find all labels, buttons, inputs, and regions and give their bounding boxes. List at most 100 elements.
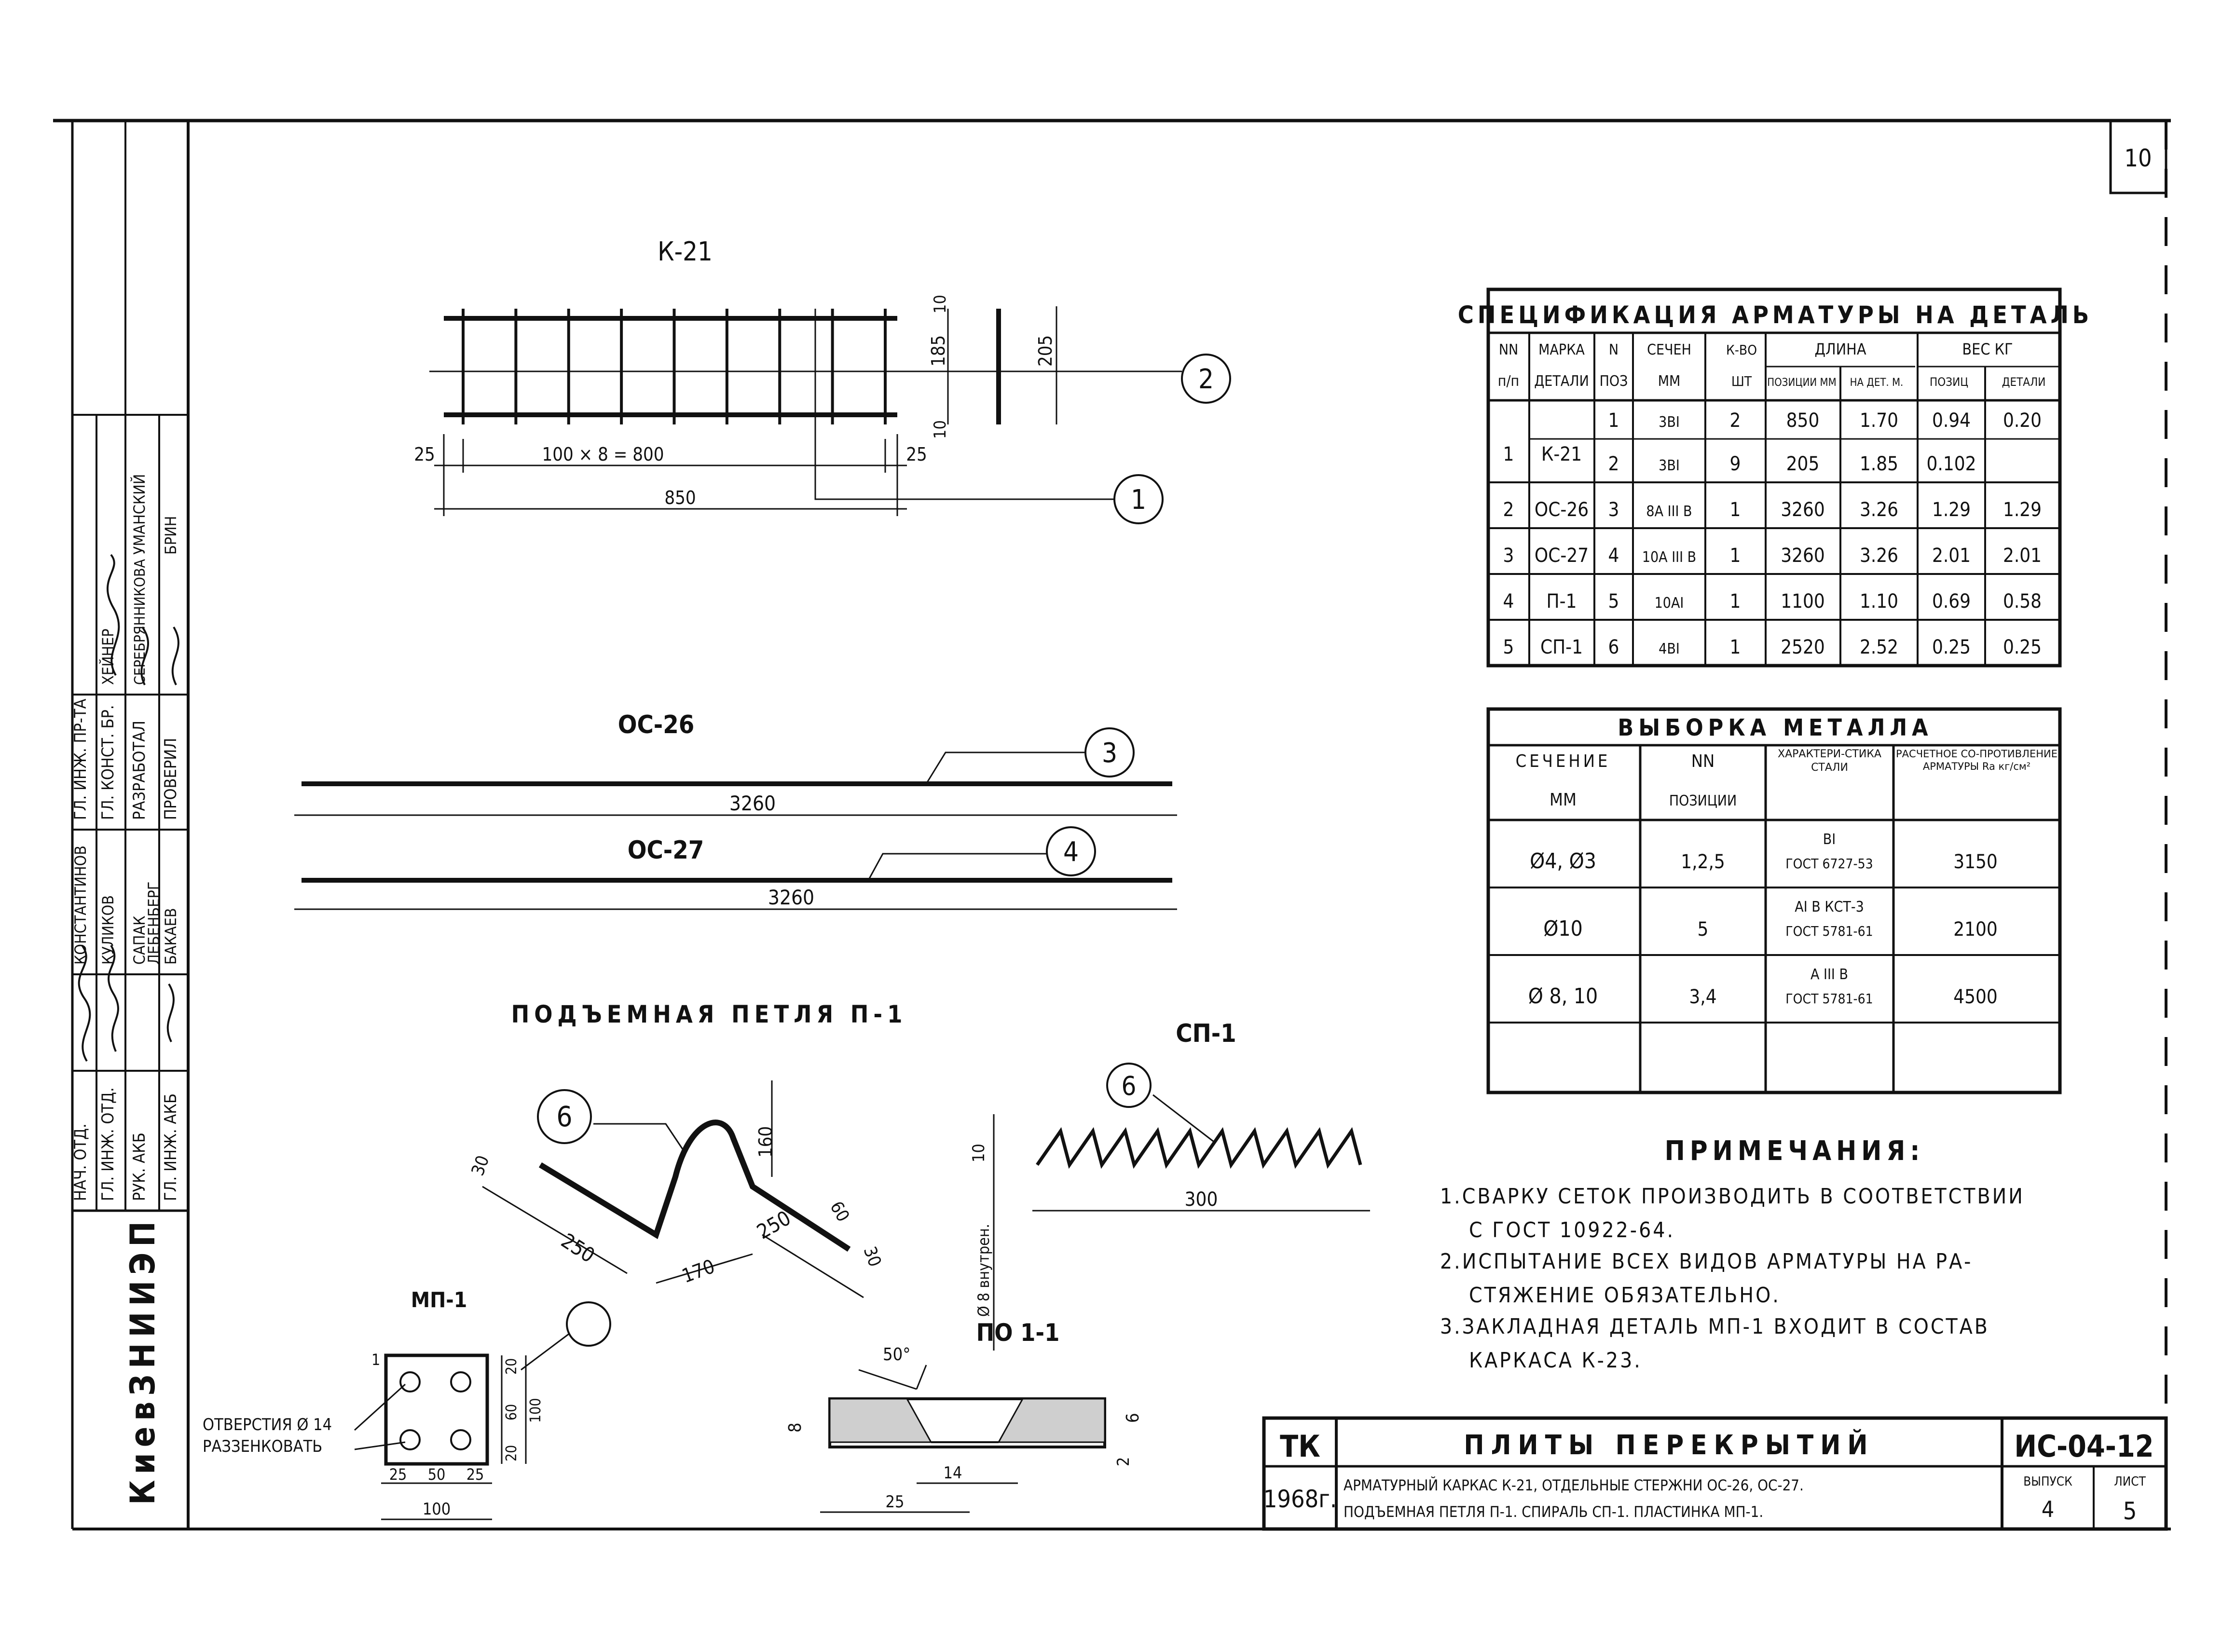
mp1-dim-25a: 25	[389, 1465, 407, 1484]
stamp-name-1: КОНСТАНТИНОВ	[71, 846, 90, 965]
metal-cell-resistance: 3150	[1953, 851, 1998, 873]
stamp-name-4: ЛЕБЕНБЕРГ	[145, 882, 163, 965]
mp1-dim-20b: 20	[503, 1445, 520, 1461]
metal-cell-steel-standard: ГОСТ 5781-61	[1785, 991, 1873, 1007]
mp1-dim-100v: 100	[527, 1398, 544, 1423]
spec-cell-w_det: 0.25	[2003, 636, 2042, 658]
oc26-drawing: ОС-26 3260 3	[294, 710, 1177, 816]
stamp-name-7: УМАНСКИЙ	[130, 474, 149, 555]
spec-h-len-pos: ПОЗИЦИИ ММ	[1767, 377, 1836, 389]
note-2a: 2.ИСПЫТАНИЕ ВСЕХ ВИДОВ АРМАТУРЫ НА РА-	[1440, 1249, 1973, 1274]
signature-4	[107, 554, 120, 676]
tb-vyp-label: ВЫПУСК	[2023, 1475, 2072, 1489]
k21-dim-185: 185	[928, 335, 949, 367]
metal-h-resistance: РАСЧЕТНОЕ СО-ПРОТИВЛЕНИЕ АРМАТУРЫ Ra кг/…	[1896, 748, 2057, 773]
stamp-name-9: БРИН	[162, 516, 180, 555]
spec-h-weight: ВЕС КГ	[1962, 340, 2013, 358]
tb-title: ПЛИТЫ ПЕРЕКРЫТИЙ	[1464, 1429, 1874, 1461]
metal-cell-positions: 3,4	[1689, 986, 1716, 1008]
k21-callout-2: 2	[1198, 364, 1214, 395]
loop-dim-30b: 30	[860, 1244, 885, 1270]
spec-cell-w_pos: 2.01	[1932, 545, 1971, 567]
spiral-inner-diameter: Ø 8 внутрен.	[974, 1224, 993, 1317]
note-1b: С ГОСТ 10922-64.	[1469, 1218, 1675, 1242]
signature-6	[171, 626, 179, 685]
spec-cell-pos: 4	[1608, 545, 1619, 567]
mp1-dim-100h: 100	[423, 1500, 451, 1519]
mp1-dim-60: 60	[503, 1404, 520, 1420]
mp1-dim-25b: 25	[466, 1465, 484, 1484]
left-stamp: НАЧ. ОТД. ГЛ. ИНЖ. ОТД. РУК. АКБ ГЛ. ИНЖ…	[71, 121, 188, 1505]
spec-cell-w_det: 1.29	[2003, 499, 2042, 521]
spec-cell-len_pos: 850	[1786, 410, 1820, 432]
lifting-loop-drawing: ПОДЪЕМНАЯ ПЕТЛЯ П-1 6 30 250 160 170 250…	[468, 1000, 902, 1298]
spec-cell-section: 10А III В	[1642, 549, 1696, 566]
spec-h-detail: ДЕТАЛИ	[1534, 373, 1589, 390]
k21-callout-1: 1	[1131, 484, 1146, 516]
spec-cell-len_det: 1.10	[1860, 590, 1898, 613]
section-dim-6: 6	[1123, 1413, 1143, 1423]
spec-cell-nn: 2	[1503, 499, 1514, 521]
notes-title: ПРИМЕЧАНИЯ:	[1665, 1135, 1925, 1167]
loop-dim-60: 60	[826, 1198, 853, 1225]
tb-tk: ТК	[1280, 1429, 1320, 1464]
oc26-callout: 3	[1102, 737, 1117, 769]
spec-cell-w_det: 0.20	[2003, 410, 2042, 432]
k21-title: К-21	[658, 236, 713, 267]
metal-cell-section: Ø 8, 10	[1528, 984, 1598, 1009]
spiral-dim-10: 10	[969, 1144, 988, 1162]
oc27-title: ОС-27	[628, 836, 704, 865]
spec-h-pcs: ШТ	[1731, 373, 1752, 389]
signature-3	[166, 983, 175, 1042]
mp1-dim-50: 50	[428, 1465, 446, 1484]
spec-h-section: СЕЧЕН	[1647, 341, 1691, 358]
spec-cell-w_pos: 1.29	[1932, 499, 1971, 521]
spec-h-pp: п/п	[1498, 373, 1519, 390]
metal-title: ВЫБОРКА МЕТАЛЛА	[1618, 714, 1933, 741]
stamp-role-1: НАЧ. ОТД.	[71, 1123, 90, 1201]
sheet-number: 10	[2124, 144, 2152, 172]
spec-cell-nn: 3	[1503, 545, 1514, 567]
stamp-role-2: ГЛ. ИНЖ. ОТД.	[98, 1087, 118, 1201]
stamp-role-5: ГЛ. ИНЖ. ПР-ТА	[71, 698, 90, 820]
metal-h-characteristic: ХАРАКТЕРИ-СТИКА СТАЛИ	[1778, 748, 1881, 774]
metal-cell-resistance: 4500	[1953, 986, 1998, 1008]
signature-1	[78, 944, 91, 1062]
spec-table: СПЕЦИФИКАЦИЯ АРМАТУРЫ НА ДЕТАЛЬ NN п/п М…	[1458, 287, 2089, 668]
spec-cell-len_pos: 1100	[1781, 590, 1825, 613]
section-dim-14: 14	[944, 1463, 962, 1483]
oc26-title: ОС-26	[618, 710, 695, 739]
spec-h-length: ДЛИНА	[1814, 340, 1866, 358]
metal-h-positions: ПОЗИЦИИ	[1669, 792, 1737, 809]
loop-dim-170: 170	[679, 1256, 718, 1288]
loop-dim-30a: 30	[468, 1153, 494, 1178]
spiral-drawing: СП-1 6 10 300 Ø 8 внутрен.	[969, 1019, 1370, 1351]
spec-cell-section: 10АI	[1655, 595, 1684, 612]
stamp-name-6: ХЕЙНЕР	[99, 628, 117, 685]
stamp-role-6: ГЛ. КОНСТ. БР.	[98, 705, 118, 820]
mp1-section-mark: 1	[371, 1351, 380, 1369]
spec-cell-nn: 4	[1503, 590, 1514, 613]
k21-cross-bars	[462, 309, 887, 424]
spec-cell-w_pos: 0.25	[1932, 636, 1971, 658]
metal-h-mm: ММ	[1550, 790, 1577, 810]
spec-cell-pos: 1	[1608, 410, 1619, 432]
spiral-title: СП-1	[1176, 1019, 1236, 1048]
spec-cell-qty: 2	[1730, 410, 1741, 432]
spec-cell-mark: К-21	[1541, 443, 1582, 465]
stamp-role-7: РАЗРАБОТАЛ	[130, 721, 149, 820]
spec-cell-w_pos: 0.102	[1927, 453, 1976, 475]
spec-cell-w_pos: 0.94	[1932, 410, 1971, 432]
k21-dim-205: 205	[1035, 335, 1056, 367]
spec-h-qty: К-ВО	[1726, 342, 1757, 358]
k21-dim-bottom: 10	[931, 420, 950, 439]
spec-cell-pos: 2	[1608, 453, 1619, 475]
spiral-dim-300: 300	[1185, 1188, 1218, 1211]
spec-cell-len_det: 3.26	[1860, 545, 1898, 567]
section-title: ПО 1-1	[976, 1319, 1060, 1347]
sheet-frame: 10	[53, 119, 2171, 1530]
metal-cell-positions: 5	[1698, 918, 1709, 941]
stamp-role-4: ГЛ. ИНЖ. АКБ	[161, 1093, 180, 1201]
stamp-role-8: ПРОВЕРИЛ	[161, 738, 180, 820]
mp1-dim-20a: 20	[503, 1358, 520, 1375]
